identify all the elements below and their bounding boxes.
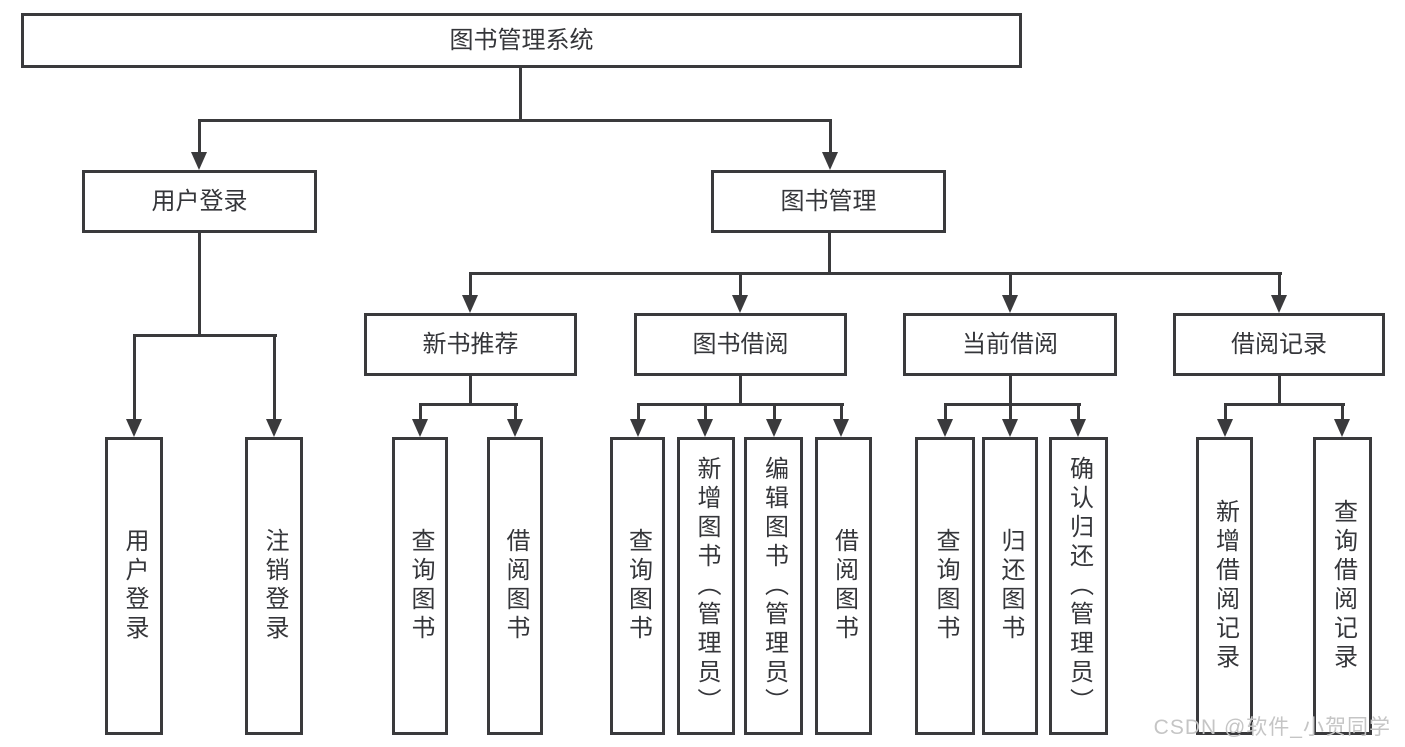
arrow-down-icon xyxy=(1334,419,1350,437)
connector-arrow-stem xyxy=(840,405,843,421)
arrow-down-icon xyxy=(462,295,478,313)
arrow-down-icon xyxy=(507,419,523,437)
arrow-down-icon xyxy=(1217,419,1233,437)
leaf-query-books-current: 查询图书 xyxy=(915,437,975,735)
leaf-edit-books-admin: 编辑图书（管理员） xyxy=(744,437,803,735)
connector-arrow-stem xyxy=(1009,274,1012,297)
connector-vline xyxy=(1278,376,1281,406)
connector-vline xyxy=(469,376,472,406)
arrow-down-icon xyxy=(937,419,953,437)
connector-vline xyxy=(1009,376,1012,406)
node-library-system: 图书管理系统 xyxy=(21,13,1022,68)
connector-hline xyxy=(637,403,844,406)
connector-arrow-stem xyxy=(469,274,472,297)
node-current-borrowing: 当前借阅 xyxy=(903,313,1117,376)
arrow-down-icon xyxy=(266,419,282,437)
arrow-down-icon xyxy=(833,419,849,437)
arrow-down-icon xyxy=(1271,295,1287,313)
connector-arrow-stem xyxy=(198,121,201,154)
connector-arrow-stem xyxy=(1077,405,1080,421)
connector-vline xyxy=(739,376,742,406)
connector-vline xyxy=(519,66,522,121)
connector-arrow-stem xyxy=(944,405,947,421)
arrow-down-icon xyxy=(412,419,428,437)
leaf-add-borrow-record: 新增借阅记录 xyxy=(1196,437,1253,735)
arrow-down-icon xyxy=(630,419,646,437)
connector-arrow-stem xyxy=(1341,405,1344,421)
connector-arrow-stem xyxy=(1224,405,1227,421)
node-borrowing-records: 借阅记录 xyxy=(1173,313,1385,376)
leaf-borrow-books-borrow: 借阅图书 xyxy=(815,437,872,735)
connector-arrow-stem xyxy=(739,274,742,297)
connector-hline xyxy=(469,272,1282,275)
connector-arrow-stem xyxy=(1009,405,1012,421)
leaf-query-borrow-record: 查询借阅记录 xyxy=(1313,437,1372,735)
connector-vline xyxy=(828,233,831,275)
leaf-add-books-admin: 新增图书（管理员） xyxy=(677,437,735,735)
connector-vline xyxy=(198,233,201,337)
arrow-down-icon xyxy=(191,152,207,170)
connector-arrow-stem xyxy=(273,336,276,421)
connector-arrow-stem xyxy=(419,405,422,421)
connector-arrow-stem xyxy=(829,121,832,154)
connector-hline xyxy=(419,403,518,406)
arrow-down-icon xyxy=(1070,419,1086,437)
node-new-book-recommendation: 新书推荐 xyxy=(364,313,577,376)
leaf-confirm-return-admin: 确认归还（管理员） xyxy=(1049,437,1108,735)
leaf-query-books-borrow: 查询图书 xyxy=(610,437,665,735)
leaf-user-login: 用户登录 xyxy=(105,437,163,735)
arrow-down-icon xyxy=(1002,419,1018,437)
watermark: CSDN @软件_小贺同学 xyxy=(1153,716,1391,739)
arrow-down-icon xyxy=(1002,295,1018,313)
arrow-down-icon xyxy=(732,295,748,313)
connector-arrow-stem xyxy=(133,336,136,421)
node-user-login: 用户登录 xyxy=(82,170,317,233)
arrow-down-icon xyxy=(697,419,713,437)
connector-hline xyxy=(133,334,277,337)
leaf-return-books: 归还图书 xyxy=(982,437,1038,735)
connector-arrow-stem xyxy=(773,405,776,421)
connector-arrow-stem xyxy=(637,405,640,421)
leaf-query-books-recommend: 查询图书 xyxy=(392,437,448,735)
arrow-down-icon xyxy=(126,419,142,437)
arrow-down-icon xyxy=(822,152,838,170)
connector-hline xyxy=(1224,403,1345,406)
connector-arrow-stem xyxy=(704,405,707,421)
connector-arrow-stem xyxy=(514,405,517,421)
arrow-down-icon xyxy=(766,419,782,437)
node-book-borrowing: 图书借阅 xyxy=(634,313,847,376)
node-book-management: 图书管理 xyxy=(711,170,946,233)
connector-hline xyxy=(944,403,1081,406)
leaf-borrow-books-recommend: 借阅图书 xyxy=(487,437,543,735)
connector-arrow-stem xyxy=(1278,274,1281,297)
connector-hline xyxy=(198,119,832,122)
leaf-logout: 注销登录 xyxy=(245,437,303,735)
